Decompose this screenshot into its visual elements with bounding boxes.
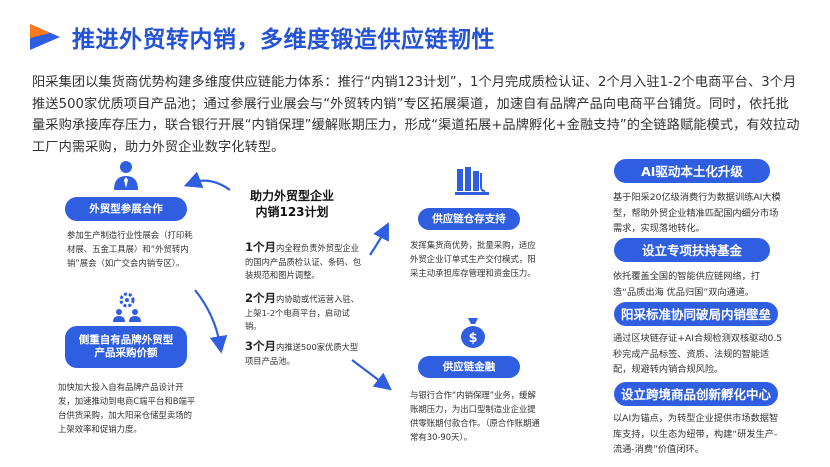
arrow-top-left — [183, 171, 231, 191]
pill-trade-exhibition: 外贸型参展合作 — [65, 197, 187, 221]
text-incubation-center: 以AI为锚点，为转型企业提供市场数据智库支持，以生态为纽带，构建“研发生产-流通… — [613, 413, 779, 455]
user-tie-icon — [114, 161, 138, 190]
gear-people-icon — [113, 292, 141, 322]
text-own-brand: 加快加大投入自有品牌产品设计开发，加速推动到电商C端平台和B端平台供货采购，加大… — [58, 382, 196, 434]
center-item-2-num: 2个月 — [245, 291, 277, 305]
text-ai-upgrade: 基于阳采20亿级消费行为数据训练AI大模型，帮助外贸企业精准匹配国内细分市场需求… — [613, 192, 781, 234]
center-item-1-num: 1个月 — [245, 240, 277, 254]
text-special-fund: 依托覆盖全国的智能供应链网络，打造“品质出海 优品归国”双向通道。 — [613, 271, 760, 298]
center-title: 助力外贸型企业 内销123计划 — [232, 188, 352, 220]
text-standard-barrier: 通过区块链存证+AI合规检测双核驱动0.5秒完成产品标签、资质、法规的智能适配，… — [613, 333, 783, 375]
pill-warehouse-support: 供应链仓存支持 — [418, 208, 520, 230]
page-title: 推进外贸转内销，多维度锻造供应链韧性 — [72, 27, 495, 53]
warehouse-icon — [455, 167, 489, 195]
money-bag-icon: $ — [461, 318, 485, 348]
text-warehouse-support: 发挥集货商优势，批量采购，适应外贸企业订单式生产交付模式，阳采主动承担库存管理和… — [410, 240, 536, 278]
center-item-1: 1个月内全程负责外贸型企业的国内产品质检认证、条码、包装规范和图片调整。 — [245, 240, 363, 283]
center-item-2-text: 内协助或代运营入驻、上架1-2个电商平台，启动试销。 — [245, 294, 359, 331]
text-supply-finance: 与银行合作“内销保理”业务，缓解账期压力，为出口型制造业企业提供零账期付款合作。… — [410, 390, 540, 442]
pill-standard-barrier: 阳采标准协同破局内销壁垒 — [614, 302, 778, 326]
arrow-bottom-left — [194, 289, 228, 354]
center-title-line2: 内销123计划 — [255, 205, 329, 219]
center-item-3: 3个月内推送500家优质大型项目产品池。 — [245, 339, 363, 368]
text-trade-exhibition: 参加生产制造行业性展会（打印耗材展、五金工具展）和“外贸转内销”展会（如广交会内… — [67, 230, 193, 268]
intro-paragraph: 阳采集团以集货商优势构建多维度供应链能力体系：推行“内销123计划”，1个月完成… — [32, 75, 800, 155]
pill-own-brand: 侧重自有品牌外贸型产品采购价额 — [65, 326, 187, 368]
arrow-top-right — [369, 222, 389, 256]
center-item-3-num: 3个月 — [245, 339, 277, 353]
center-title-line1: 助力外贸型企业 — [249, 189, 334, 203]
pill-incubation-center: 设立跨境商品创新孵化中心 — [614, 382, 778, 406]
pill-ai-upgrade: AI驱动本土化升级 — [614, 159, 770, 183]
svg-text:$: $ — [468, 331, 477, 346]
center-item-2: 2个月内协助或代运营入驻、上架1-2个电商平台，启动试销。 — [245, 291, 363, 334]
pill-supply-finance: 供应链金融 — [418, 356, 520, 378]
brand-logo-icon — [30, 24, 60, 50]
center-item-3-text: 内推送500家优质大型项目产品池。 — [245, 342, 359, 366]
pill-special-fund: 设立专项扶持基金 — [614, 238, 770, 262]
center-item-1-text: 内全程负责外贸型企业的国内产品质检认证、条码、包装规范和图片调整。 — [245, 243, 362, 280]
